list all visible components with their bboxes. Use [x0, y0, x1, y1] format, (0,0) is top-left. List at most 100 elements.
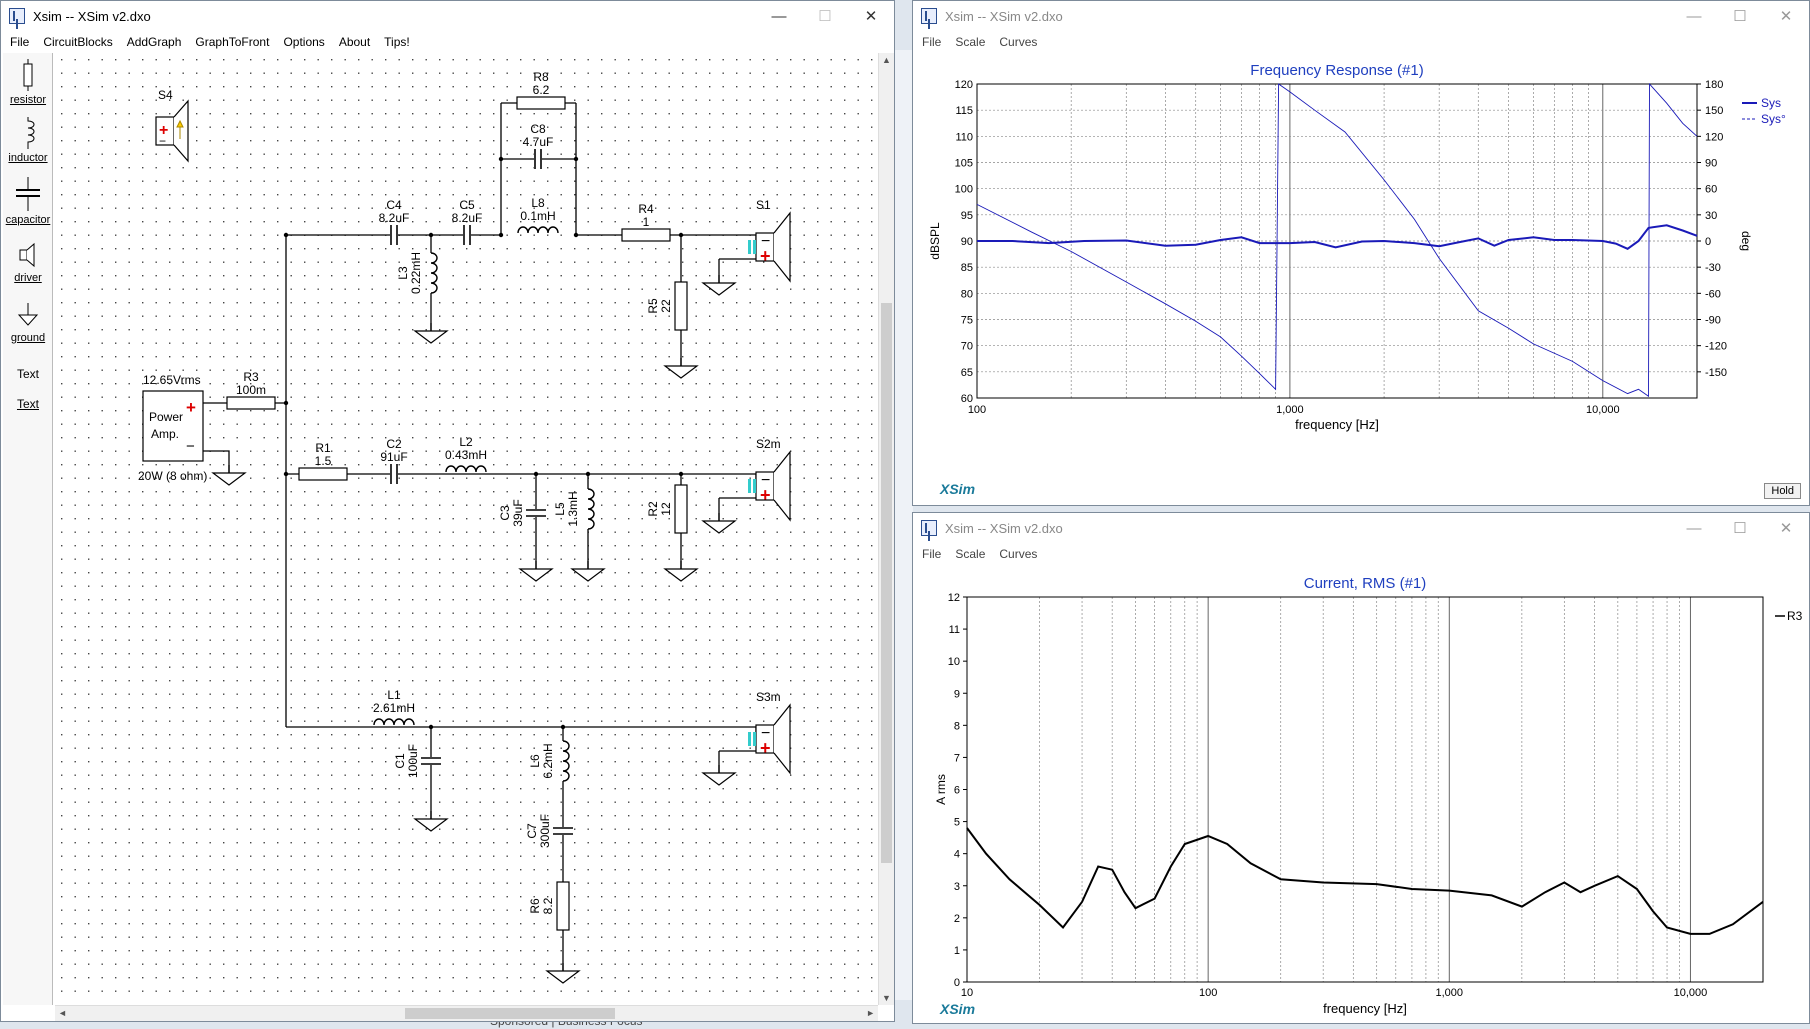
- close-button[interactable]: ✕: [1779, 8, 1793, 25]
- menu-scale[interactable]: Scale: [955, 547, 986, 561]
- component-value: 8.2: [541, 897, 555, 914]
- frequency-response-chart[interactable]: 6065707580859095100105110115120-150-120-…: [915, 53, 1809, 505]
- palette-resistor[interactable]: resistor: [3, 59, 53, 106]
- component-s1[interactable]: −+S1: [748, 198, 791, 283]
- ground-symbol[interactable]: [545, 963, 581, 984]
- junction-dot: [498, 156, 504, 162]
- component-l8[interactable]: L80.1mH: [517, 196, 559, 234]
- scroll-right-arrow[interactable]: ►: [866, 1008, 875, 1018]
- menu-scale[interactable]: Scale: [955, 35, 986, 49]
- component-value: 8.2uF: [379, 211, 410, 225]
- ground-symbol[interactable]: [518, 561, 554, 582]
- ground-symbol[interactable]: [663, 358, 699, 379]
- component-r4[interactable]: R41: [621, 202, 671, 242]
- ground-symbol[interactable]: [413, 811, 449, 832]
- scroll-up-arrow[interactable]: ▲: [882, 55, 891, 65]
- inductor-icon: [27, 117, 35, 149]
- component-ref: R4: [638, 202, 654, 216]
- menu-about[interactable]: About: [338, 35, 371, 49]
- ground-symbol[interactable]: [413, 323, 449, 344]
- menu-options[interactable]: Options: [283, 35, 325, 49]
- horizontal-scrollbar[interactable]: ◄ ►: [55, 1005, 878, 1021]
- ground-symbol[interactable]: [663, 561, 699, 582]
- minimize-button[interactable]: —: [771, 7, 787, 25]
- component-s3m[interactable]: −+S3m: [748, 690, 791, 775]
- menu-tips[interactable]: Tips!: [384, 35, 410, 49]
- component-value: 0.43mH: [445, 448, 487, 462]
- ground-symbol[interactable]: [701, 513, 737, 534]
- menu-file[interactable]: File: [922, 547, 942, 561]
- component-s2m[interactable]: −+S2m: [748, 437, 791, 522]
- component-r8[interactable]: R86.2: [516, 70, 566, 110]
- palette-ground[interactable]: ground: [3, 301, 53, 344]
- menu-file[interactable]: File: [922, 35, 942, 49]
- vertical-scrollbar[interactable]: ▲ ▼: [878, 53, 894, 1005]
- hold-button[interactable]: Hold: [1764, 483, 1801, 499]
- ground-symbol[interactable]: [570, 561, 606, 582]
- component-c8[interactable]: C84.7uF: [523, 122, 554, 169]
- menu-curves[interactable]: Curves: [999, 35, 1038, 49]
- horizontal-scroll-thumb[interactable]: [405, 1008, 615, 1019]
- minimize-button[interactable]: —: [1686, 7, 1702, 25]
- ground-symbol[interactable]: [701, 765, 737, 786]
- ground-symbol[interactable]: [701, 275, 737, 296]
- y2-axis-label: deg: [1739, 231, 1753, 251]
- junction-dot: [560, 724, 566, 730]
- maximize-button[interactable]: ☐: [1733, 8, 1747, 25]
- menu-curves[interactable]: Curves: [999, 547, 1038, 561]
- ground-symbol[interactable]: [211, 465, 247, 486]
- component-ref: C1: [393, 753, 407, 769]
- component-s4[interactable]: +−S4: [155, 88, 189, 163]
- component-c4[interactable]: C48.2uF: [379, 198, 410, 245]
- component-r1[interactable]: R11.5: [298, 441, 348, 481]
- x-tick-label: 100: [968, 404, 986, 416]
- y2-tick-label: 180: [1705, 79, 1723, 91]
- close-button[interactable]: ✕: [1779, 520, 1793, 537]
- palette-capacitor[interactable]: capacitor: [3, 177, 53, 226]
- palette-driver[interactable]: driver: [3, 241, 53, 284]
- vertical-scroll-thumb[interactable]: [881, 303, 892, 863]
- maximize-button[interactable]: ☐: [1733, 520, 1747, 537]
- menu-circuitblocks[interactable]: CircuitBlocks: [43, 35, 113, 49]
- component-c5[interactable]: C58.2uF: [452, 198, 483, 245]
- freq-titlebar[interactable]: Xsim -- XSim v2.dxo — ☐ ✕: [913, 1, 1809, 31]
- driver-plus-sign: +: [760, 485, 771, 505]
- menu-addgraph[interactable]: AddGraph: [126, 35, 182, 49]
- maximize-button[interactable]: ☐: [818, 8, 832, 25]
- component-value: 2.61mH: [373, 701, 415, 715]
- component-l1[interactable]: L12.61mH: [373, 688, 415, 726]
- amp-rating: 20W (8 ohm): [138, 469, 207, 483]
- x-tick-label: 1,000: [1276, 404, 1304, 416]
- app-icon: [921, 520, 937, 536]
- palette-text-plain[interactable]: Text: [16, 367, 39, 381]
- menu-graphtofront[interactable]: GraphToFront: [195, 35, 270, 49]
- close-button[interactable]: ✕: [864, 8, 878, 25]
- current-titlebar[interactable]: Xsim -- XSim v2.dxo — ☐ ✕: [913, 513, 1809, 543]
- menu-file[interactable]: File: [10, 35, 30, 49]
- component-l2[interactable]: L20.43mH: [445, 435, 487, 473]
- main-titlebar[interactable]: Xsim -- XSim v2.dxo — ☐ ✕: [1, 1, 894, 31]
- scroll-left-arrow[interactable]: ◄: [58, 1008, 67, 1018]
- component-ref: S3m: [756, 690, 781, 704]
- scroll-down-arrow[interactable]: ▼: [882, 993, 891, 1003]
- palette-inductor[interactable]: inductor: [3, 117, 53, 164]
- minimize-button[interactable]: —: [1686, 519, 1702, 537]
- palette-text-underlined[interactable]: Text: [16, 397, 39, 411]
